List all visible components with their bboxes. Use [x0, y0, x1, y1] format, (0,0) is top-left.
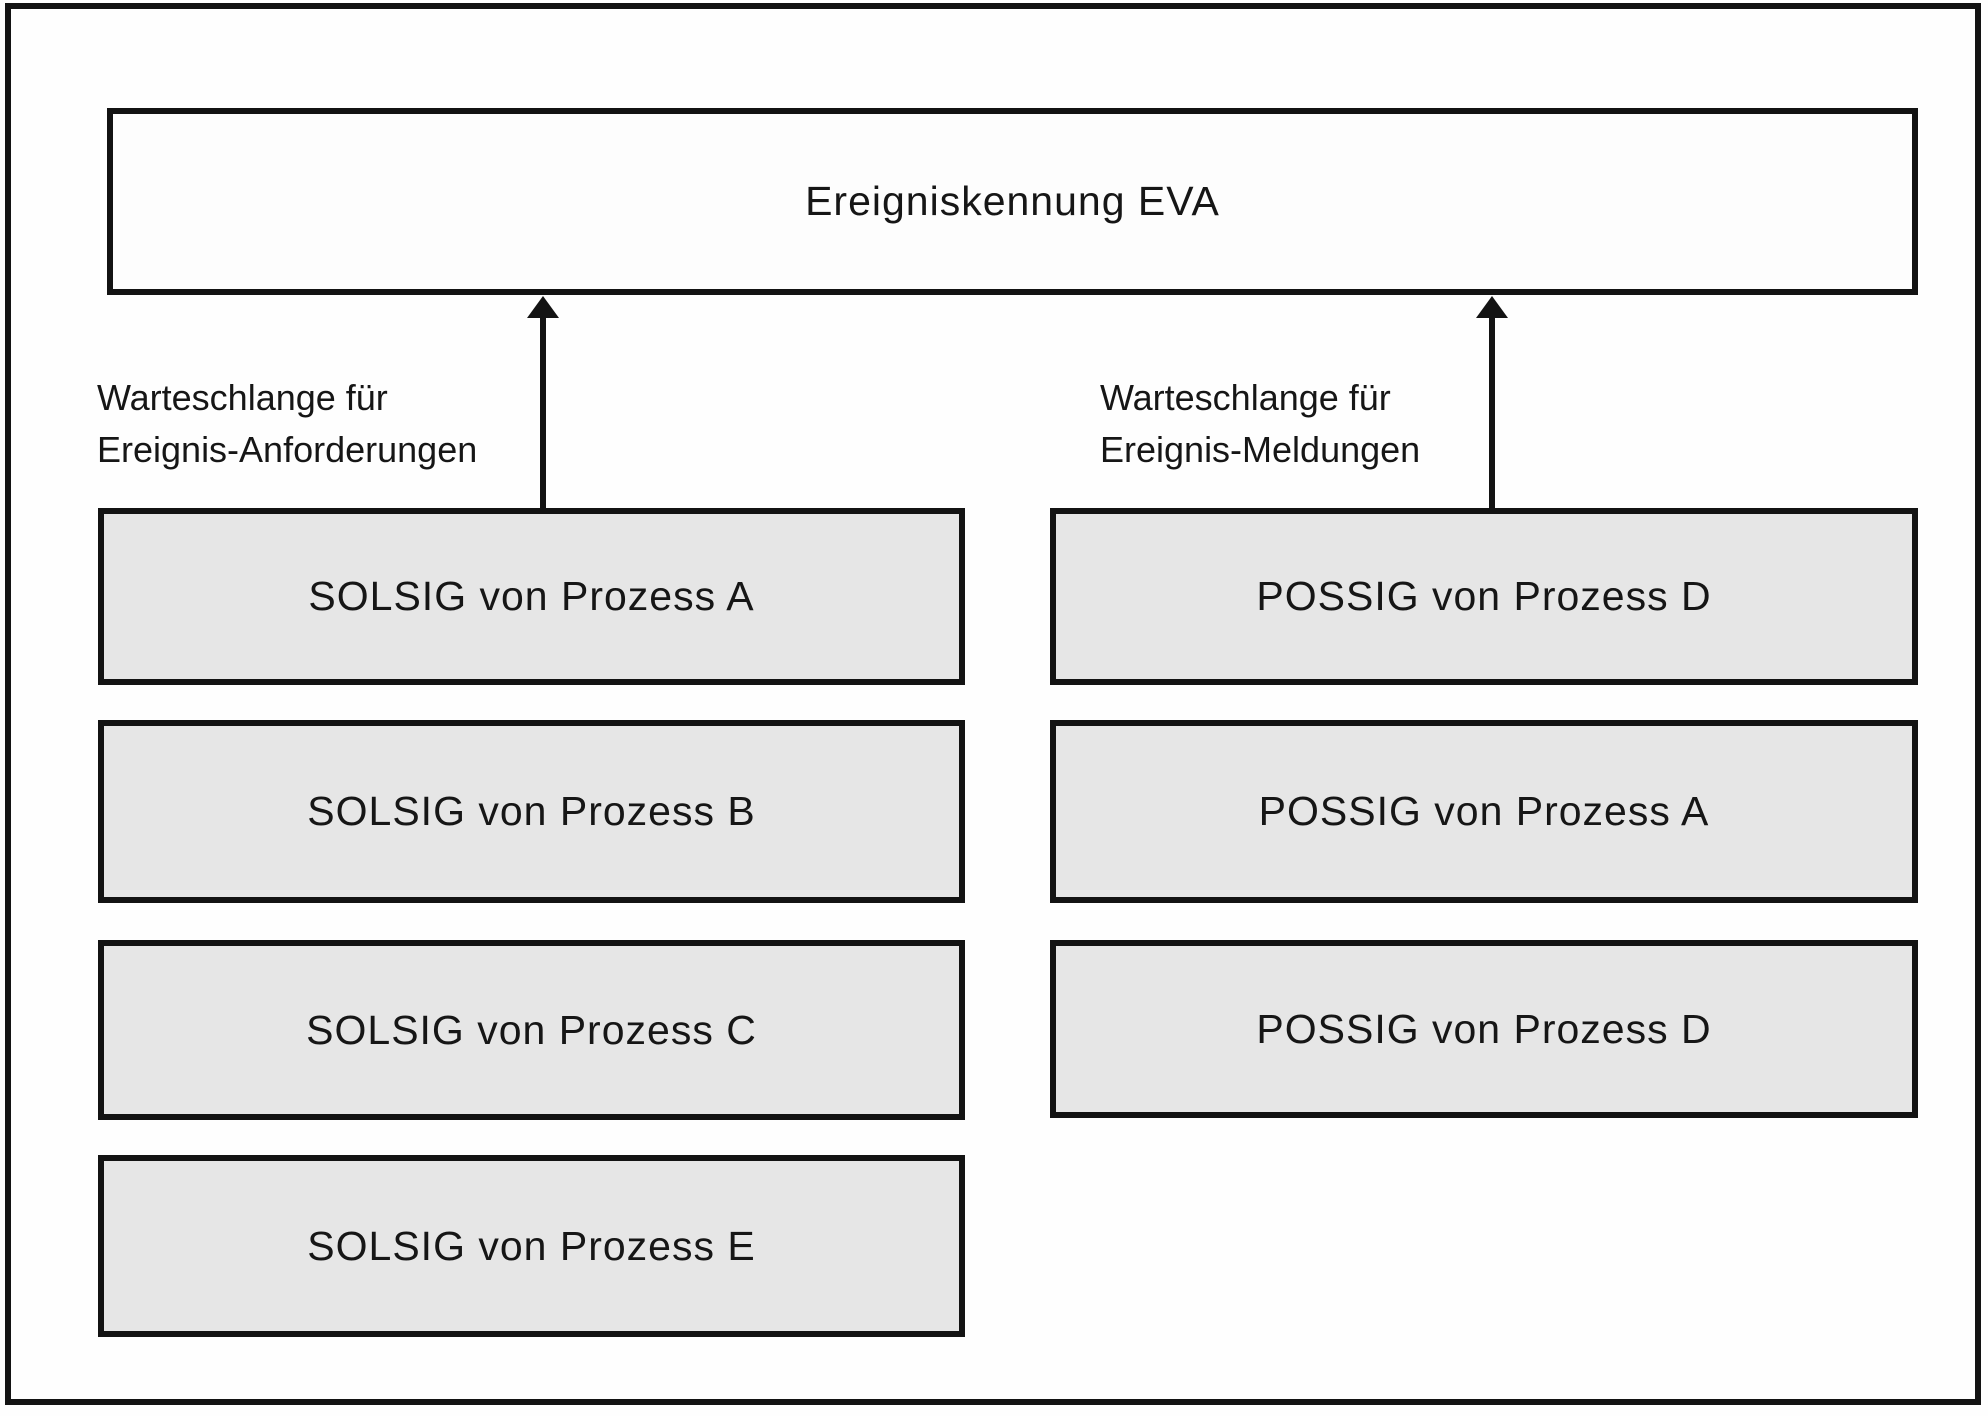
event-recognition-box: Ereigniskennung EVA [107, 108, 1918, 295]
right-queue-label: Warteschlange für Ereignis-Meldungen [1100, 372, 1420, 476]
queue-item-label: POSSIG von Prozess D [1256, 573, 1712, 619]
queue-item-label: SOLSIG von Prozess A [308, 573, 755, 619]
queue-item-box-possig-d1: POSSIG von Prozess D [1050, 508, 1918, 685]
arrow-up-icon [527, 296, 559, 318]
queue-item-label: POSSIG von Prozess A [1258, 788, 1710, 834]
queue-item-box-possig-a: POSSIG von Prozess A [1050, 720, 1918, 903]
arrow-shaft [1489, 314, 1495, 510]
right-queue-label-line1: Warteschlange für [1100, 377, 1391, 418]
queue-item-box-solsig-e: SOLSIG von Prozess E [98, 1155, 965, 1337]
queue-item-label: SOLSIG von Prozess C [306, 1006, 757, 1053]
queue-item-label: SOLSIG von Prozess B [307, 788, 756, 834]
queue-item-box-possig-d2: POSSIG von Prozess D [1050, 940, 1918, 1118]
queue-item-box-solsig-c: SOLSIG von Prozess C [98, 940, 965, 1120]
queue-item-box-solsig-b: SOLSIG von Prozess B [98, 720, 965, 903]
arrow-shaft [540, 314, 546, 510]
event-recognition-label: Ereigniskennung EVA [805, 178, 1220, 224]
left-queue-arrow [525, 296, 561, 510]
arrow-up-icon [1476, 296, 1508, 318]
right-queue-label-line2: Ereignis-Meldungen [1100, 429, 1421, 470]
right-queue-arrow [1474, 296, 1510, 510]
left-queue-label-line1: Warteschlange für [97, 377, 388, 418]
queue-item-box-solsig-a: SOLSIG von Prozess A [98, 508, 965, 685]
left-queue-label: Warteschlange für Ereignis-Anforderungen [97, 372, 477, 476]
left-queue-label-line2: Ereignis-Anforderungen [97, 429, 478, 470]
queue-item-label: POSSIG von Prozess D [1256, 1005, 1712, 1052]
queue-item-label: SOLSIG von Prozess E [307, 1222, 756, 1269]
